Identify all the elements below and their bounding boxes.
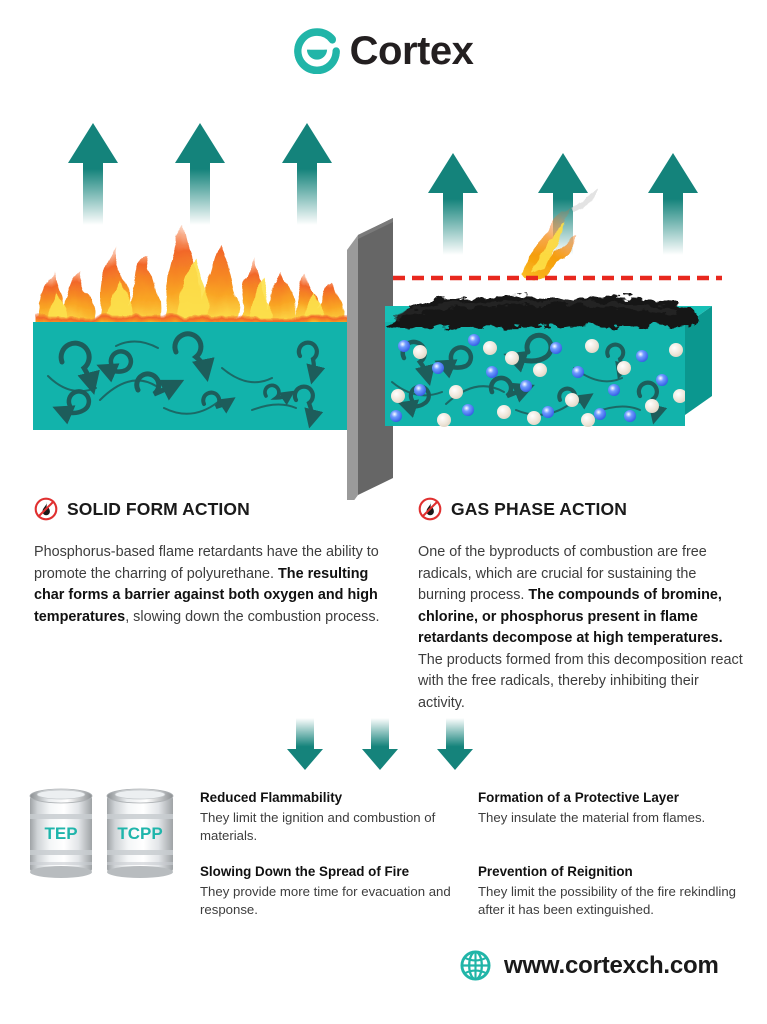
no-fire-icon xyxy=(418,497,442,521)
cortex-c-logo-icon xyxy=(293,28,340,74)
barrel-label: TEP xyxy=(44,824,77,843)
benefit-item: Prevention of Reignition They limit the … xyxy=(478,863,748,920)
section-heading: SOLID FORM ACTION xyxy=(34,496,384,522)
benefit-text: They limit the possibility of the fire r… xyxy=(478,883,736,918)
benefit-item: Slowing Down the Spread of Fire They pro… xyxy=(200,863,455,920)
section-body: Phosphorus-based flame retardants have t… xyxy=(34,544,380,625)
no-fire-icon xyxy=(34,497,58,521)
right-small-flame xyxy=(516,190,596,281)
left-foam-block xyxy=(33,322,351,430)
brand-name: Cortex xyxy=(349,29,474,73)
website-url[interactable]: www.cortexch.com xyxy=(504,951,719,979)
barrel-tcpp: TCPP xyxy=(106,788,174,878)
benefit-text: They insulate the material from flames. xyxy=(478,809,706,825)
wall-divider xyxy=(347,218,393,500)
right-foam-block xyxy=(385,295,712,427)
section-gas-phase-action: GAS PHASE ACTION One of the byproducts o… xyxy=(418,496,748,714)
benefit-text: They limit the ignition and combustion o… xyxy=(200,809,436,844)
benefit-title: Formation of a Protective Layer xyxy=(478,790,679,805)
barrel-label: TCPP xyxy=(117,824,162,843)
left-up-arrows xyxy=(68,123,332,225)
benefit-text: They provide more time for evacuation an… xyxy=(200,883,451,918)
process-illustration xyxy=(0,100,767,500)
benefit-title: Slowing Down the Spread of Fire xyxy=(200,864,410,879)
illustration-svg xyxy=(33,123,722,500)
section-solid-form-action: SOLID FORM ACTION Phosphorus-based flame… xyxy=(34,496,384,628)
section-title: SOLID FORM ACTION xyxy=(67,498,250,519)
section-title: GAS PHASE ACTION xyxy=(451,498,627,519)
benefit-item: Reduced Flammability They limit the igni… xyxy=(200,789,455,846)
char-layer xyxy=(388,295,700,328)
footer-website[interactable]: www.cortexch.com xyxy=(460,950,719,981)
down-arrows-svg xyxy=(287,718,473,770)
section-heading: GAS PHASE ACTION xyxy=(418,496,748,522)
barrel-tep: TEP xyxy=(29,788,93,878)
benefit-item: Formation of a Protective Layer They ins… xyxy=(478,789,748,827)
benefit-title: Reduced Flammability xyxy=(200,790,343,805)
left-fire xyxy=(33,228,351,328)
brand-header: Cortex xyxy=(0,28,767,74)
benefit-title: Prevention of Reignition xyxy=(478,864,633,879)
right-up-arrows xyxy=(428,153,698,255)
section-body: One of the byproducts of combustion are … xyxy=(418,544,743,711)
chemical-barrels: TEP TCPP xyxy=(25,782,185,882)
barrels-svg: TEP TCPP xyxy=(29,788,174,878)
down-arrow-row xyxy=(283,716,483,772)
radical-particles xyxy=(390,334,685,427)
globe-icon xyxy=(460,950,491,981)
